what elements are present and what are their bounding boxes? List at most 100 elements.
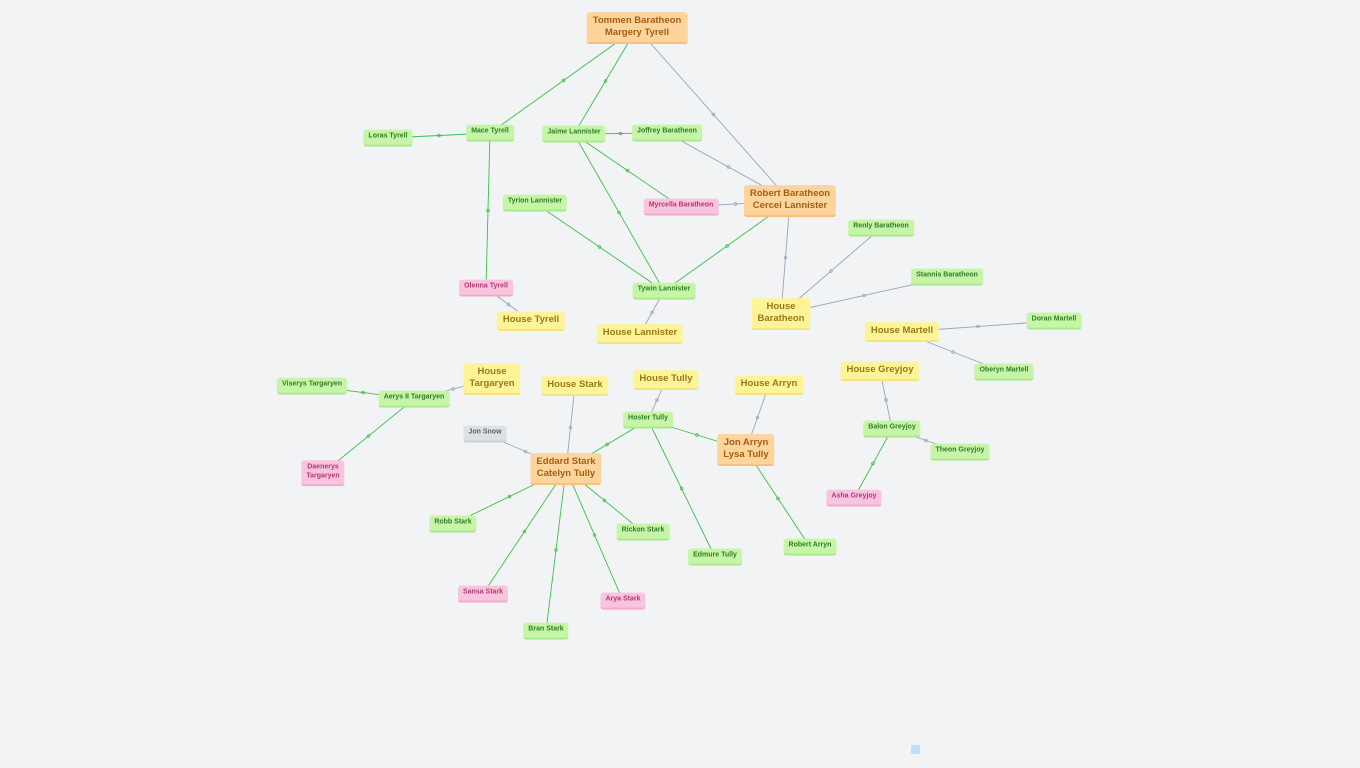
edge-eddard_catelyn-bran (545, 468, 567, 632)
node-asha[interactable]: Asha Greyjoy (826, 489, 882, 507)
edge-midpoint-marker (366, 434, 371, 438)
edge-midpoint-marker (361, 390, 365, 395)
node-label-line: Oberyn Martell (979, 366, 1029, 374)
node-olenna[interactable]: Olenna Tyrell (459, 279, 513, 297)
edge-midpoint-marker (568, 425, 573, 430)
edge-midpoint-marker (829, 269, 833, 273)
node-label-line: House Stark (547, 379, 603, 391)
node-theon[interactable]: Theon Greyjoy (930, 443, 990, 461)
edge-midpoint-marker (951, 350, 955, 354)
node-renly[interactable]: Renly Baratheon (848, 219, 914, 237)
edge-midpoint-marker (711, 112, 716, 117)
node-tywin[interactable]: Tywin Lannister (632, 282, 696, 300)
node-robert-arryn[interactable]: Robert Arryn (783, 538, 837, 556)
node-label-line: Robb Stark (434, 518, 472, 526)
minimap-square[interactable] (911, 745, 920, 754)
node-arya[interactable]: Arya Stark (600, 592, 646, 610)
node-sansa[interactable]: Sansa Stark (457, 585, 509, 603)
node-label-line: Theon Greyjoy (935, 446, 985, 454)
node-viserys[interactable]: Viserys Targaryen (276, 377, 348, 395)
node-aerys[interactable]: Aerys II Targaryen (378, 390, 450, 408)
node-label-line: Balon Greyjoy (868, 423, 916, 431)
edge-midpoint-marker (605, 442, 609, 447)
node-house-stark[interactable]: House Stark (541, 376, 609, 396)
node-tyrion[interactable]: Tyrion Lannister (502, 194, 568, 212)
node-robb[interactable]: Robb Stark (429, 515, 477, 533)
node-label-line: House Martell (870, 325, 934, 337)
node-label-line: Robert Arryn (788, 541, 832, 549)
node-label-line: Jaime Lannister (547, 128, 601, 136)
node-doran[interactable]: Doran Martell (1026, 312, 1082, 330)
edge-tyrion-tywin (534, 202, 665, 292)
edge-midpoint-marker (871, 461, 875, 466)
node-oberyn[interactable]: Oberyn Martell (974, 363, 1034, 381)
node-house-arryn[interactable]: House Arryn (734, 375, 804, 395)
node-house-tyrell[interactable]: House Tyrell (496, 311, 566, 331)
node-house-tully[interactable]: House Tully (633, 370, 699, 390)
edge-midpoint-marker (655, 398, 659, 402)
edge-midpoint-marker (451, 387, 455, 391)
edge-eddard_catelyn-arya (565, 468, 624, 602)
edge-midpoint-marker (603, 79, 608, 83)
node-mace[interactable]: Mace Tyrell (466, 124, 514, 142)
edge-midpoint-marker (561, 78, 566, 83)
node-label-line: Joffrey Baratheon (637, 127, 697, 135)
node-label-line: Rickon Stark (621, 526, 665, 534)
node-label-line: Lysa Tully (723, 449, 769, 460)
node-label-line: House (766, 301, 796, 313)
edge-hoster-edmure (647, 419, 716, 558)
node-bran[interactable]: Bran Stark (523, 622, 569, 640)
node-label-line: House Greyjoy (846, 364, 914, 376)
node-label-line: Jon Snow (468, 428, 502, 436)
edge-jon_lysa-robert_arryn (745, 449, 811, 548)
edge-midpoint-marker (862, 293, 866, 298)
node-jon-snow[interactable]: Jon Snow (463, 425, 507, 443)
edge-midpoint-marker (597, 245, 602, 249)
edge-midpoint-marker (506, 302, 511, 307)
edge-midpoint-marker (617, 210, 621, 215)
node-label-line: Hoster Tully (628, 414, 668, 422)
node-rickon[interactable]: Rickon Stark (616, 523, 670, 541)
node-label-line: Tywin Lannister (637, 285, 691, 293)
node-house-greyjoy[interactable]: House Greyjoy (840, 361, 920, 381)
edge-midpoint-marker (679, 486, 684, 491)
edge-midpoint-marker (602, 498, 607, 503)
node-hoster[interactable]: Hoster Tully (623, 411, 673, 429)
edge-midpoint-marker (776, 496, 780, 501)
node-label-line: Targaryen (306, 472, 340, 479)
node-label-line: Asha Greyjoy (831, 492, 877, 500)
edge-midpoint-marker (625, 168, 630, 173)
edge-midpoint-marker (523, 449, 528, 454)
node-label-line: Catelyn Tully (536, 468, 596, 479)
node-myrcella[interactable]: Myrcella Baratheon (643, 198, 719, 216)
node-loras[interactable]: Loras Tyrell (363, 129, 413, 147)
node-label-line: Jon Arryn (723, 437, 769, 449)
node-label-line: Mace Tyrell (471, 127, 509, 135)
node-jaime[interactable]: Jaime Lannister (542, 125, 606, 143)
edge-midpoint-marker (486, 208, 490, 213)
edge-midpoint-marker (522, 529, 527, 534)
node-balon[interactable]: Balon Greyjoy (863, 420, 921, 438)
node-label-line: House Tyrell (502, 314, 560, 326)
edge-midpoint-marker (437, 133, 441, 138)
node-label-line: Renly Baratheon (853, 222, 909, 230)
node-label-line: Cercei Lannister (752, 200, 828, 211)
node-house-martell[interactable]: House Martell (864, 322, 940, 342)
edge-midpoint-marker (507, 494, 512, 499)
node-edmure[interactable]: Edmure Tully (688, 548, 742, 566)
node-house-lannister[interactable]: House Lannister (596, 324, 684, 344)
node-label-line: Edmure Tully (693, 551, 737, 559)
node-stannis[interactable]: Stannis Baratheon (911, 268, 983, 286)
edge-midpoint-marker (783, 255, 788, 260)
node-joffrey[interactable]: Joffrey Baratheon (632, 124, 702, 142)
edge-midpoint-marker (924, 438, 928, 443)
node-label-line: Olenna Tyrell (464, 282, 508, 290)
